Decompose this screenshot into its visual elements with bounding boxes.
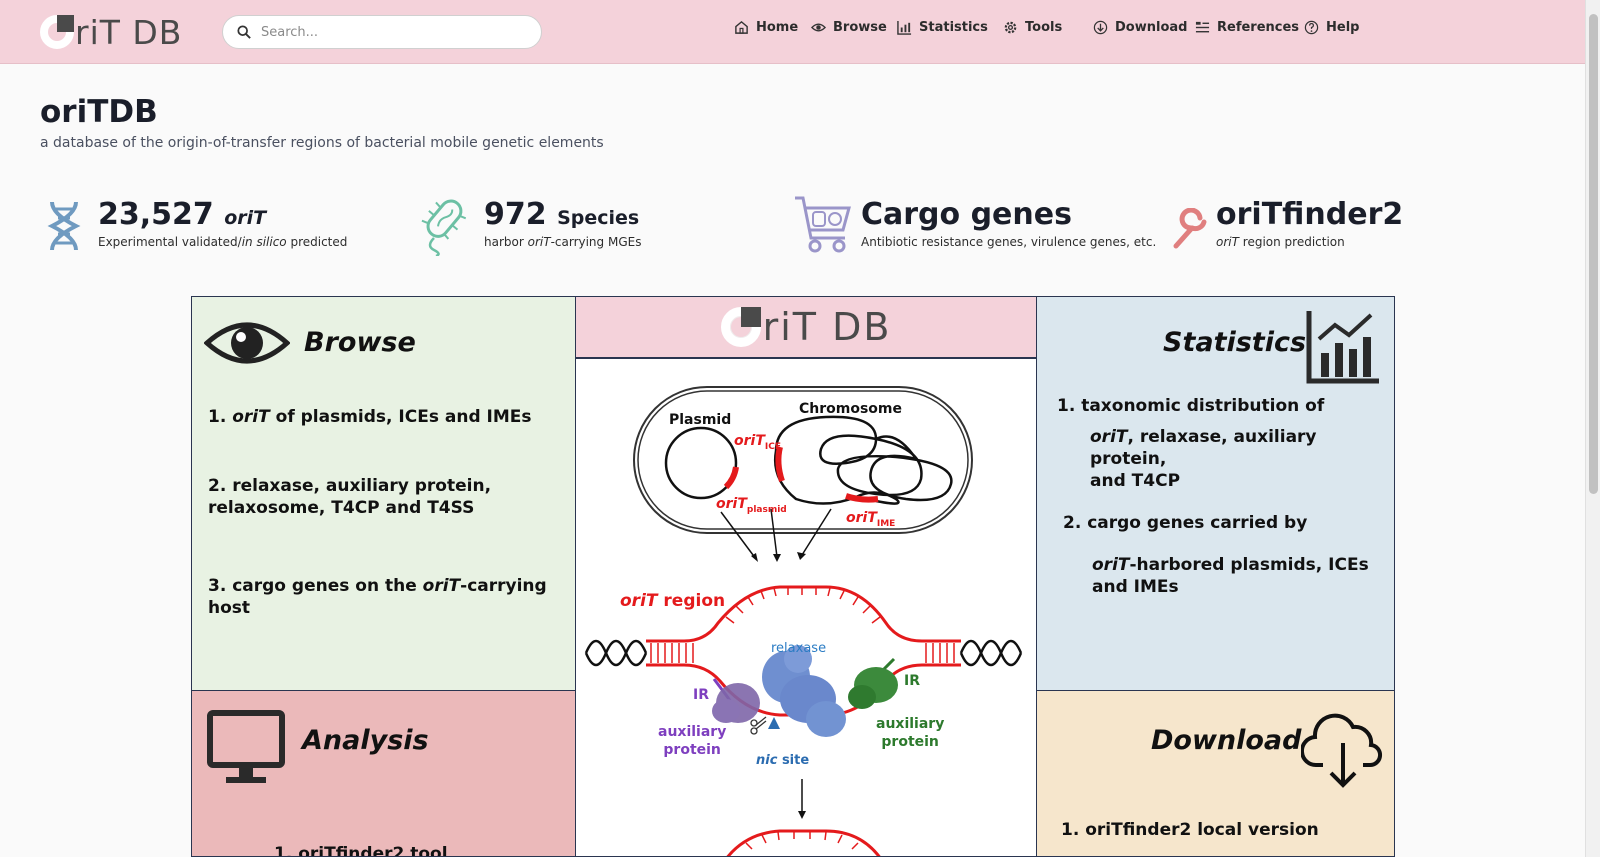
browse-item-1: 1. oriT of plasmids, ICEs and IMEs — [208, 407, 532, 427]
label-orit-ice: oriTICE — [734, 433, 781, 452]
center-logo-mark — [720, 307, 761, 347]
bar-chart-icon — [1306, 311, 1379, 384]
stat-cargo-desc: Antibiotic resistance genes, virulence g… — [861, 235, 1157, 249]
analysis-title: Analysis — [302, 725, 429, 756]
page-title: oriTDB — [40, 94, 158, 130]
nav-download-label: Download — [1115, 20, 1188, 35]
stat-orit-desc-c: predicted — [286, 235, 348, 249]
search-input[interactable] — [261, 24, 521, 40]
stat-species-value: 972 — [484, 197, 547, 232]
search-box[interactable] — [222, 15, 542, 49]
site-logo[interactable]: riT DB — [40, 12, 182, 52]
stat-oritfinder: oriTfinder2 oriT region prediction — [1170, 196, 1470, 256]
page-subtitle: a database of the origin-of-transfer reg… — [40, 135, 604, 151]
center-diagram-panel: riT DB — [575, 296, 1037, 857]
label-orit-plasmid: oriTplasmid — [716, 496, 787, 515]
nav-references-label: References — [1217, 20, 1300, 35]
stat-species-desc-c: -carrying MGEs — [550, 235, 642, 249]
analysis-item-1: 1. oriTfinder2 tool — [274, 844, 448, 857]
browse-item-3: 3. cargo genes on the oriT-carrying host — [208, 576, 547, 618]
browse-title: Browse — [304, 327, 416, 358]
search-icon — [237, 25, 251, 39]
browse-panel[interactable]: Browse 1. oriT of plasmids, ICEs and IME… — [191, 296, 576, 691]
orit-diagram — [584, 386, 1023, 856]
bacterium-icon — [421, 199, 467, 256]
statistics-item-2-heading: 2. cargo genes carried by — [1063, 513, 1308, 533]
download-icon — [1093, 20, 1108, 35]
stat-species-desc-a: harbor — [484, 235, 528, 249]
stat-orit: 23,527 oriT Experimental validated/in si… — [44, 196, 384, 256]
cart-icon — [795, 196, 851, 253]
dna-icon — [47, 201, 81, 251]
logo-text: riT DB — [75, 12, 183, 52]
label-ir-right: IR — [904, 673, 920, 689]
stat-orit-desc-a: Experimental validated/ — [98, 235, 242, 249]
nav-tools[interactable]: Tools — [1003, 20, 1062, 35]
nav-browse[interactable]: Browse — [811, 20, 887, 35]
scrollbar-thumb[interactable] — [1589, 14, 1598, 494]
download-title: Download — [1151, 725, 1302, 756]
stat-cargo-value: Cargo genes — [861, 197, 1072, 232]
top-navbar: riT DB Home Browse Statistics Tools Down… — [0, 0, 1585, 64]
label-relaxase: relaxase — [771, 641, 827, 656]
stat-species-desc-b: oriT — [527, 235, 551, 249]
logo-mark — [40, 15, 74, 49]
stat-orit-unit: oriT — [224, 207, 267, 229]
nav-home-label: Home — [756, 20, 799, 35]
nav-home[interactable]: Home — [734, 20, 798, 35]
stat-oritfinder-desc-c: region prediction — [1238, 235, 1345, 249]
center-logo-text: riT DB — [762, 305, 892, 349]
stat-orit-desc-b: in silico — [241, 235, 287, 249]
page-scrollbar[interactable] — [1585, 0, 1600, 857]
home-icon — [735, 20, 748, 34]
label-chromosome: Chromosome — [799, 401, 903, 417]
label-ir-left: IR — [693, 687, 709, 703]
label-nic-site: nic site — [756, 753, 810, 768]
statistics-item-1-heading: 1. taxonomic distribution of — [1057, 396, 1325, 416]
monitor-icon — [207, 710, 285, 783]
stat-oritfinder-desc-b: oriT — [1216, 235, 1239, 249]
center-logo-header: riT DB — [576, 297, 1036, 359]
bar-chart-icon — [897, 20, 912, 35]
statistics-item-1-body: oriT, relaxase, auxiliary protein,and T4… — [1090, 427, 1317, 491]
analysis-panel[interactable]: Analysis 1. oriTfinder2 tool — [191, 690, 576, 857]
statistics-panel[interactable]: Statistics 1. taxonomic distribution of … — [1036, 296, 1395, 691]
nav-references[interactable]: References — [1195, 20, 1299, 35]
gear-icon — [1004, 21, 1017, 34]
list-icon — [1195, 21, 1210, 33]
nav-help[interactable]: Help — [1304, 20, 1359, 35]
nav-statistics[interactable]: Statistics — [897, 20, 988, 35]
eye-icon — [204, 322, 290, 364]
nav-browse-label: Browse — [833, 20, 887, 35]
label-orit-region: oriT region — [620, 591, 726, 611]
label-orit-ime: oriTIME — [846, 510, 896, 529]
nav-tools-label: Tools — [1025, 20, 1063, 35]
stat-species-unit: Species — [557, 207, 640, 229]
label-plasmid: Plasmid — [669, 412, 732, 428]
stat-orit-value: 23,527 — [98, 197, 214, 232]
stat-oritfinder-value: oriTfinder2 — [1216, 197, 1404, 232]
nav-help-label: Help — [1326, 20, 1360, 35]
nav-download[interactable]: Download — [1093, 20, 1187, 35]
browse-item-2: 2. relaxase, auxiliary protein,relaxosom… — [208, 476, 492, 518]
cloud-download-icon — [1301, 713, 1382, 788]
eye-icon — [811, 23, 826, 32]
download-item-1: 1. oriTfinder2 local version — [1061, 820, 1319, 840]
stat-cargo: Cargo genes Antibiotic resistance genes,… — [793, 196, 1157, 256]
help-icon — [1304, 20, 1319, 35]
wrench-icon — [1173, 208, 1207, 249]
download-panel[interactable]: Download 1. oriTfinder2 local version — [1036, 690, 1395, 857]
nav-statistics-label: Statistics — [919, 20, 988, 35]
statistics-title: Statistics — [1163, 327, 1307, 358]
stat-species: 972 Species harbor oriT-carrying MGEs — [420, 196, 760, 256]
